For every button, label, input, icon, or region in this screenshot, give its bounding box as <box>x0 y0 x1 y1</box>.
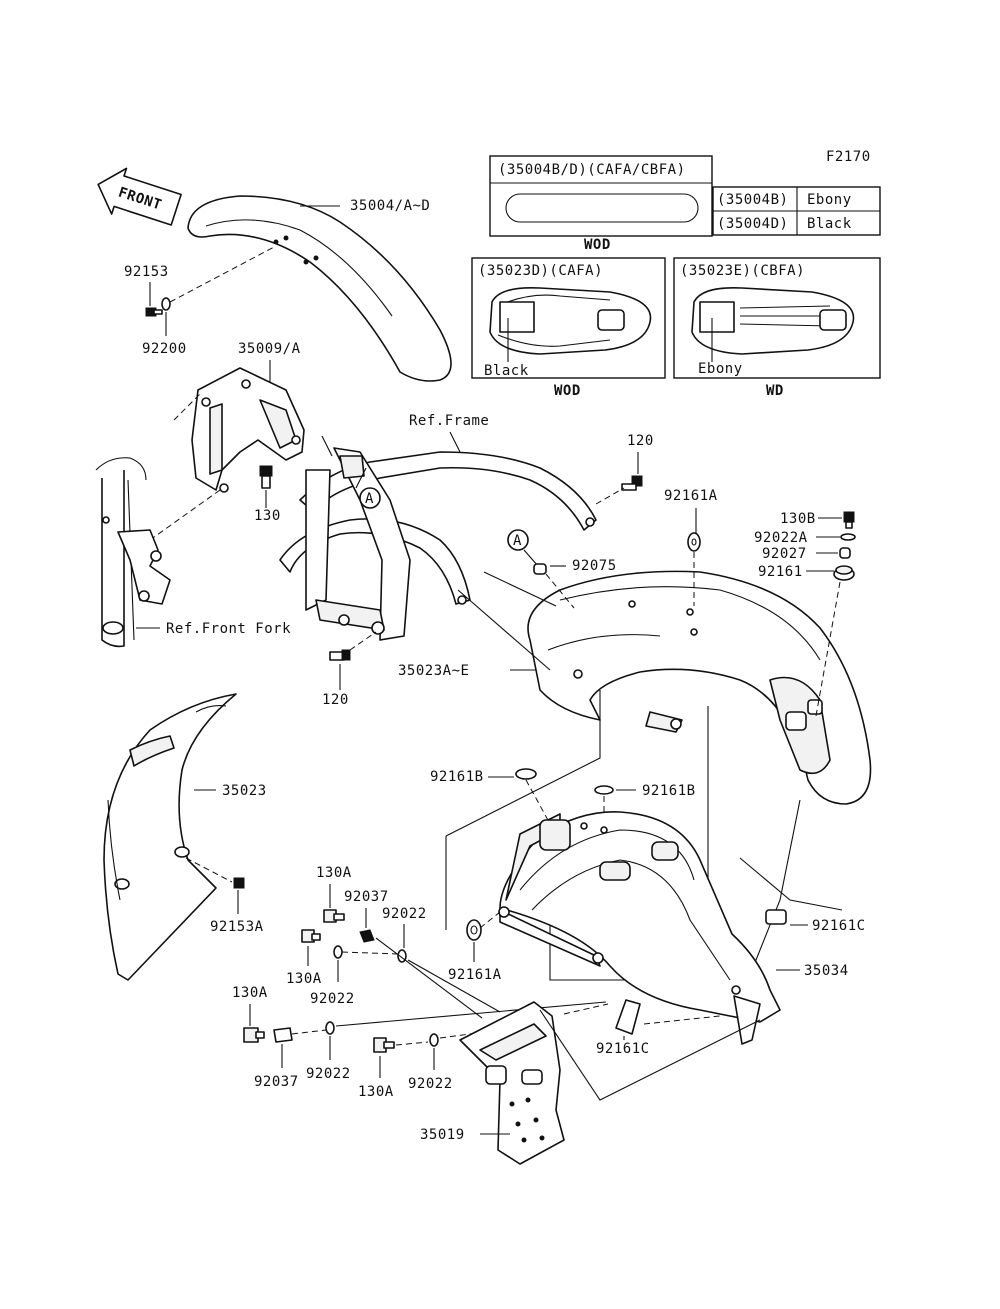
rear-right-color: Ebony <box>698 361 743 377</box>
cushion-92161C-1 <box>765 909 787 925</box>
callout-a-fender: A <box>513 533 522 549</box>
color-name-2: Black <box>807 216 852 232</box>
label-120-top: 120 <box>627 433 654 449</box>
collar-92027 <box>839 547 851 559</box>
label-92022-1: 92022 <box>382 906 427 922</box>
grommet-92161 <box>833 565 855 581</box>
rear-left-caption: WOD <box>554 383 581 399</box>
label-92161A-top: 92161A <box>664 488 718 504</box>
bolt-130A-2 <box>301 929 321 943</box>
label-120-bottom: 120 <box>322 692 349 708</box>
rear-variant-box-right: (35023E)(CBFA) Ebony WD <box>673 257 881 399</box>
label-35009: 35009/A <box>238 341 301 357</box>
label-92022-2: 92022 <box>310 991 355 1007</box>
rear-left-color: Black <box>484 363 529 379</box>
label-35023A-E: 35023A~E <box>398 663 469 679</box>
label-92200: 92200 <box>142 341 187 357</box>
frame-reference <box>279 447 597 641</box>
callout-circle-icon: A <box>507 529 529 551</box>
label-130B: 130B <box>780 511 816 527</box>
label-92037-1: 92037 <box>344 889 389 905</box>
washer-92022A <box>840 533 856 541</box>
label-92027: 92027 <box>762 546 807 562</box>
bolt-130B <box>843 511 855 529</box>
front-fender <box>187 195 452 382</box>
label-92153: 92153 <box>124 264 169 280</box>
label-130A-2: 130A <box>286 971 322 987</box>
nut-92037-1 <box>359 929 375 943</box>
label-92153A: 92153A <box>210 919 264 935</box>
label-35004: 35004/A~D <box>350 198 430 214</box>
bolt-92153 <box>145 307 163 317</box>
label-ref-front-fork: Ref.Front Fork <box>166 621 291 637</box>
washer-92200 <box>161 297 171 311</box>
fender-color-table: (35004B) Ebony (35004D) Black <box>712 186 881 236</box>
label-35023: 35023 <box>222 783 267 799</box>
callout-a-frame: A <box>365 491 374 507</box>
fender-bracket <box>191 367 305 493</box>
rear-fender <box>527 570 872 805</box>
washer-92161A-top <box>687 532 701 552</box>
bolt-120-top <box>621 475 643 491</box>
label-35034: 35034 <box>804 963 849 979</box>
license-bracket-35019 <box>459 1001 565 1165</box>
rubber-92161B-left <box>515 768 537 780</box>
color-name-1: Ebony <box>807 192 852 208</box>
inner-fender-35023 <box>103 693 237 981</box>
bolt-130A-3 <box>243 1027 265 1043</box>
label-ref-frame: Ref.Frame <box>409 413 489 429</box>
grommet-92075 <box>533 563 547 575</box>
color-code-1: (35004B) <box>717 192 788 208</box>
label-92161B-left: 92161B <box>430 769 484 785</box>
label-92161A-bottom: 92161A <box>448 967 502 983</box>
label-92161: 92161 <box>758 564 803 580</box>
rubber-92161B-right <box>594 785 614 795</box>
figure-code: F2170 <box>826 149 871 165</box>
bolt-92153A <box>233 877 245 889</box>
cushion-92161C-2 <box>615 999 641 1035</box>
label-92022-3: 92022 <box>306 1066 351 1082</box>
label-92022-4: 92022 <box>408 1076 453 1092</box>
bolt-130A-1 <box>323 909 345 923</box>
bolt-130 <box>259 465 273 489</box>
washer-92022-2 <box>333 945 343 959</box>
washer-92022-4 <box>429 1033 439 1047</box>
label-130A-4: 130A <box>358 1084 394 1100</box>
rear-right-title: (35023E)(CBFA) <box>680 263 805 279</box>
label-92022A: 92022A <box>754 530 808 546</box>
label-92161C-1: 92161C <box>812 918 866 934</box>
bolt-120-bottom <box>329 649 351 661</box>
fender-variant-caption: WOD <box>584 237 611 253</box>
fender-frame-35034 <box>498 811 781 1045</box>
washer-92022-3 <box>325 1021 335 1035</box>
label-92161C-2: 92161C <box>596 1041 650 1057</box>
fender-variant-title: (35004B/D)(CAFA/CBFA) <box>498 162 686 178</box>
front-arrow-icon: FRONT <box>97 167 182 226</box>
rear-right-caption: WD <box>766 383 784 399</box>
label-130A-1: 130A <box>316 865 352 881</box>
label-130: 130 <box>254 508 281 524</box>
callout-circle-icon: A <box>359 487 381 509</box>
bolt-130A-4 <box>373 1037 395 1053</box>
color-code-2: (35004D) <box>717 216 788 232</box>
washer-92161A-bottom <box>466 919 482 941</box>
rear-left-title: (35023D)(CAFA) <box>478 263 603 279</box>
rear-variant-box-left: (35023D)(CAFA) Black WOD <box>471 257 666 399</box>
label-92161B-right: 92161B <box>642 783 696 799</box>
label-92037-2: 92037 <box>254 1074 299 1090</box>
nut-92037-2 <box>273 1027 293 1043</box>
label-130A-3: 130A <box>232 985 268 1001</box>
fender-variant-box: (35004B/D)(CAFA/CBFA) WOD <box>489 155 713 253</box>
label-92075: 92075 <box>572 558 617 574</box>
label-35019: 35019 <box>420 1127 465 1143</box>
front-fork <box>95 457 171 648</box>
